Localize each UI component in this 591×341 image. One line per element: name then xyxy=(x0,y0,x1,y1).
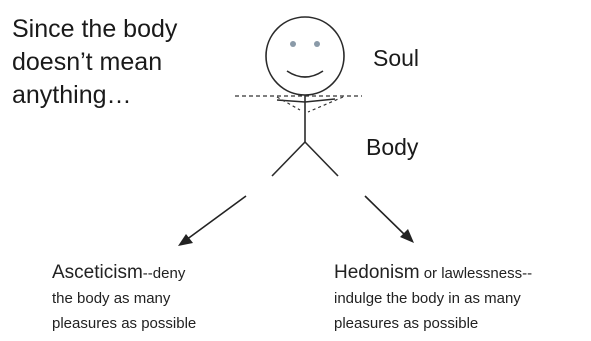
dashed-divider-left xyxy=(277,97,300,110)
figure-smile xyxy=(287,71,323,77)
soul-label: Soul xyxy=(373,45,419,72)
asceticism-line-1: Asceticism--deny xyxy=(52,260,196,286)
left-eye xyxy=(290,41,296,47)
figure-left-arm xyxy=(277,100,305,102)
asceticism-term: Asceticism xyxy=(52,262,143,283)
hedonism-line-2: indulge the body in as many xyxy=(334,286,532,311)
right-eye xyxy=(314,41,320,47)
asceticism-rest: --deny xyxy=(143,265,186,282)
figure-right-arm xyxy=(305,99,335,102)
figure-right-leg xyxy=(305,142,338,176)
asceticism-line-3: pleasures as possible xyxy=(52,311,196,336)
hedonism-rest: or lawlessness-- xyxy=(420,265,533,282)
right-arrow-shaft xyxy=(365,196,406,236)
asceticism-branch: Asceticism--deny the body as many pleasu… xyxy=(52,260,196,336)
body-label: Body xyxy=(366,134,418,161)
hedonism-line-3: pleasures as possible xyxy=(334,311,532,336)
hedonism-term: Hedonism xyxy=(334,262,420,283)
left-arrow-shaft xyxy=(186,196,246,240)
hedonism-branch: Hedonism or lawlessness-- indulge the bo… xyxy=(334,260,532,336)
figure-head xyxy=(266,17,344,95)
hedonism-line-1: Hedonism or lawlessness-- xyxy=(334,260,532,286)
figure-left-leg xyxy=(272,142,305,176)
asceticism-line-2: the body as many xyxy=(52,286,196,311)
